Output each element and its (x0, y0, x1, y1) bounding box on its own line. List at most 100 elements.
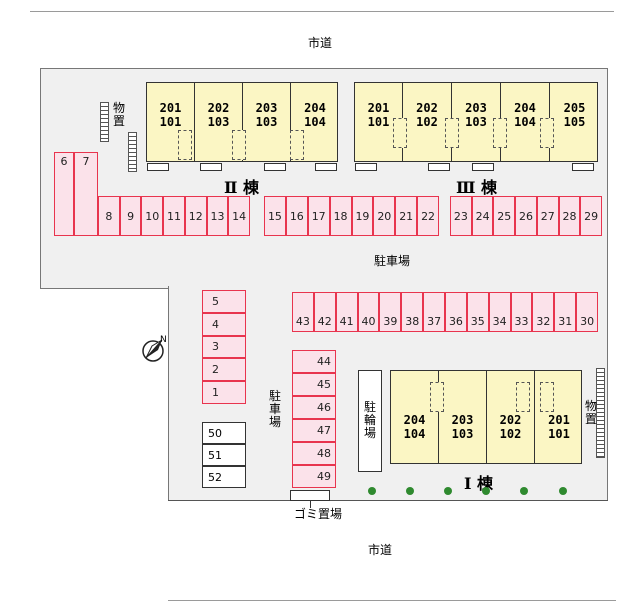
parking-stall-19: 19 (351, 196, 374, 236)
parking-stall-42: 42 (313, 292, 336, 332)
parking-stall-45: 45 (292, 373, 336, 396)
parking-stall-12: 12 (184, 196, 207, 236)
parking-stall-41: 41 (335, 292, 358, 332)
stair-III-2 (445, 118, 459, 148)
stair-II-1 (178, 130, 192, 160)
storage-right-label: 物置 (584, 399, 597, 426)
parking-stall-30: 30 (576, 292, 599, 332)
stall-col-bike: 50 51 52 (202, 422, 246, 488)
parking-label-side: 駐車場 (268, 389, 281, 429)
parking-stall-15: 15 (264, 196, 286, 236)
stair-III-3 (493, 118, 507, 148)
parking-stall-8: 8 (98, 196, 120, 236)
stair-II-3 (290, 130, 304, 160)
stair-I-3 (540, 382, 554, 412)
lot-gap (41, 289, 167, 589)
parking-stall-34: 34 (488, 292, 511, 332)
step-II-2 (200, 163, 222, 171)
stair-II-2 (232, 130, 246, 160)
step-III-2 (428, 163, 450, 171)
step-II-4 (315, 163, 337, 171)
step-III-1 (355, 163, 377, 171)
parking-stall-37: 37 (423, 292, 446, 332)
parking-stall-3: 3 (202, 335, 246, 359)
svg-text:N: N (160, 335, 167, 345)
parking-stall-14: 14 (228, 196, 251, 236)
parking-stall-29: 29 (580, 196, 603, 236)
parking-stall-25: 25 (493, 196, 516, 236)
parking-stall-5: 5 (202, 290, 246, 313)
tree-2 (406, 487, 414, 495)
parking-stall-11: 11 (163, 196, 185, 236)
shed-left-1 (100, 102, 109, 142)
parking-stall-43: 43 (292, 292, 314, 332)
garbage-area-pointer (310, 500, 311, 508)
parking-stall-4: 4 (202, 312, 246, 336)
parking-stall-13: 13 (206, 196, 229, 236)
parking-stall-44: 44 (292, 350, 336, 373)
parking-stall-39: 39 (379, 292, 402, 332)
stair-I-1 (430, 382, 444, 412)
parking-stall-33: 33 (510, 292, 533, 332)
parking-stall-51: 51 (202, 444, 246, 466)
parking-stall-21: 21 (395, 196, 418, 236)
bicycle-parking-label: 駐輪場 (363, 400, 376, 440)
shed-right (596, 368, 605, 458)
storage-left-label: 物置 (112, 101, 125, 128)
stair-I-2 (516, 382, 530, 412)
stall-col-mid: 44 45 46 47 48 49 (292, 350, 336, 488)
lot-bottom-edge (168, 500, 608, 501)
parking-stall-18: 18 (329, 196, 352, 236)
parking-stall-17: 17 (307, 196, 330, 236)
parking-stall-26: 26 (515, 196, 537, 236)
parking-stall-36: 36 (445, 292, 467, 332)
parking-stall-27: 27 (536, 196, 559, 236)
stall-row-mid: 15 16 17 18 19 20 21 22 (264, 196, 439, 236)
parking-stall-22: 22 (417, 196, 439, 236)
garbage-area-label: ゴミ置場 (294, 507, 343, 521)
parking-stall-46: 46 (292, 396, 336, 419)
parking-stall-40: 40 (357, 292, 380, 332)
parking-stall-2: 2 (202, 358, 246, 382)
tree-3 (444, 487, 452, 495)
step-II-1 (147, 163, 169, 171)
tree-4 (482, 487, 490, 495)
parking-stall-35: 35 (466, 292, 489, 332)
parking-stall-47: 47 (292, 419, 336, 442)
parking-stall-24: 24 (471, 196, 494, 236)
parking-stall-48: 48 (292, 442, 336, 465)
step-III-4 (572, 163, 594, 171)
tree-5 (520, 487, 528, 495)
stair-III-4 (540, 118, 554, 148)
parking-stall-9: 9 (119, 196, 142, 236)
parking-stall-28: 28 (558, 196, 581, 236)
shed-left-2 (128, 132, 137, 172)
stall-row-left: 8 9 10 11 12 13 14 (98, 196, 251, 236)
parking-label-main: 駐車場 (374, 254, 411, 268)
parking-stall-52: 52 (202, 466, 246, 488)
parking-stall-31: 31 (554, 292, 577, 332)
bottom-road-label: 市道 (368, 543, 393, 557)
step-III-3 (472, 163, 494, 171)
tree-6 (559, 487, 567, 495)
parking-stall-16: 16 (285, 196, 308, 236)
parking-stall-20: 20 (373, 196, 396, 236)
top-road-label: 市道 (308, 36, 333, 50)
north-arrow-icon: N (138, 332, 172, 366)
tree-1 (368, 487, 376, 495)
parking-stall-49: 49 (292, 465, 336, 488)
parking-stall-10: 10 (141, 196, 164, 236)
parking-stall-38: 38 (401, 292, 424, 332)
step-II-3 (264, 163, 286, 171)
